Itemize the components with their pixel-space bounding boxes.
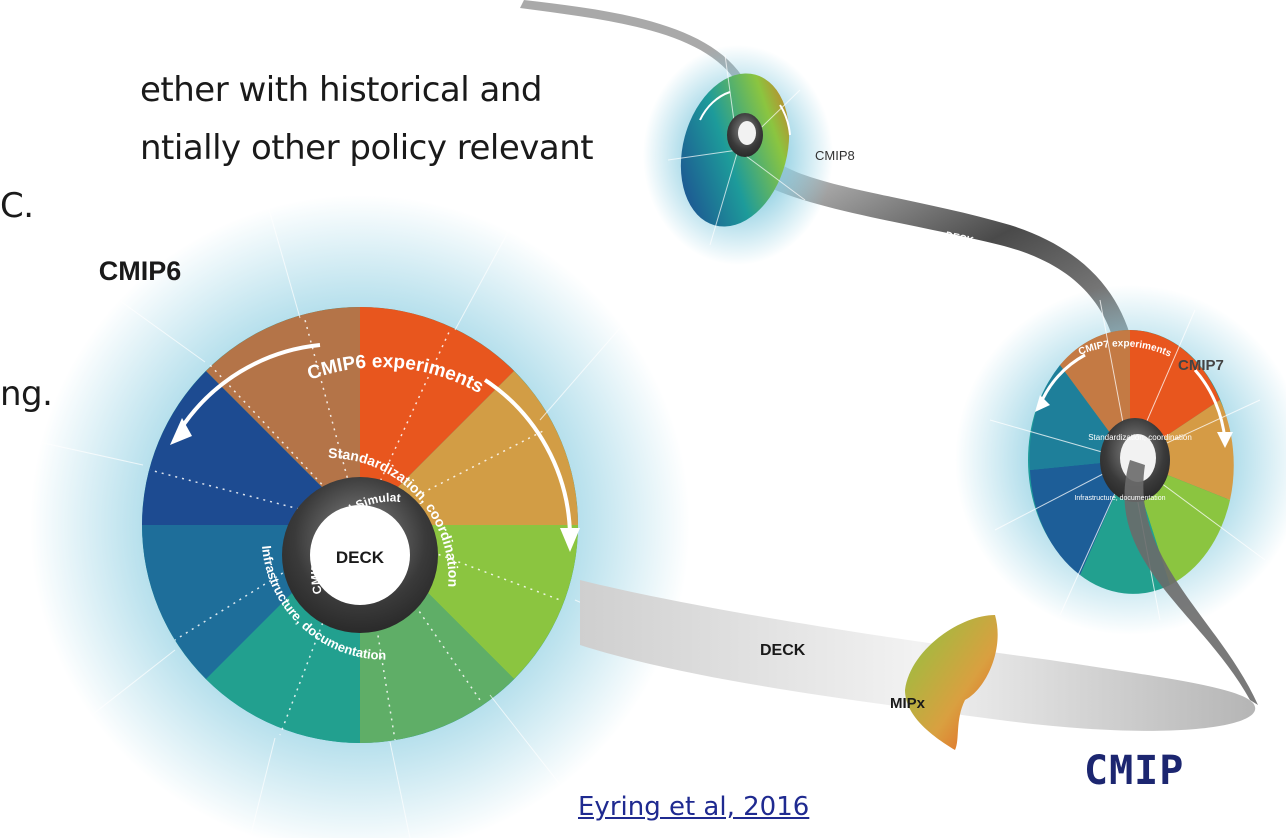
body-line-3: C. bbox=[0, 186, 34, 226]
cmip8-title: CMIP8 bbox=[815, 148, 855, 163]
mipx-label: MIPx bbox=[890, 695, 926, 712]
cmip7-standardization-label: Standardization, coordination bbox=[1088, 433, 1192, 442]
mipx-shape bbox=[905, 615, 998, 750]
body-line-1: ether with historical and bbox=[140, 70, 542, 110]
body-line-2: ntially other policy relevant bbox=[140, 128, 594, 168]
body-line-4: ng. bbox=[0, 374, 53, 414]
cmip7-infrastructure-label: Infrastructure, documentation bbox=[1074, 495, 1165, 502]
cmip6-title: CMIP6 bbox=[99, 256, 182, 286]
deck-ribbon-lower-label: DECK bbox=[760, 642, 806, 659]
cmip6-deck-label: DECK bbox=[336, 548, 385, 567]
incoming-ribbon bbox=[520, 0, 742, 80]
ribbon-cmip8-cmip7 bbox=[729, 140, 1135, 360]
cmip7-wheel bbox=[955, 285, 1286, 705]
cmip7-title: CMIP7 bbox=[1178, 357, 1224, 374]
citation-link[interactable]: Eyring et al, 2016 bbox=[578, 792, 810, 822]
deck-ribbon-lower bbox=[580, 580, 1256, 731]
cmip8-wheel bbox=[643, 45, 833, 265]
cmip-title: CMIP bbox=[1084, 748, 1185, 794]
cmip6-wheel bbox=[29, 184, 691, 838]
